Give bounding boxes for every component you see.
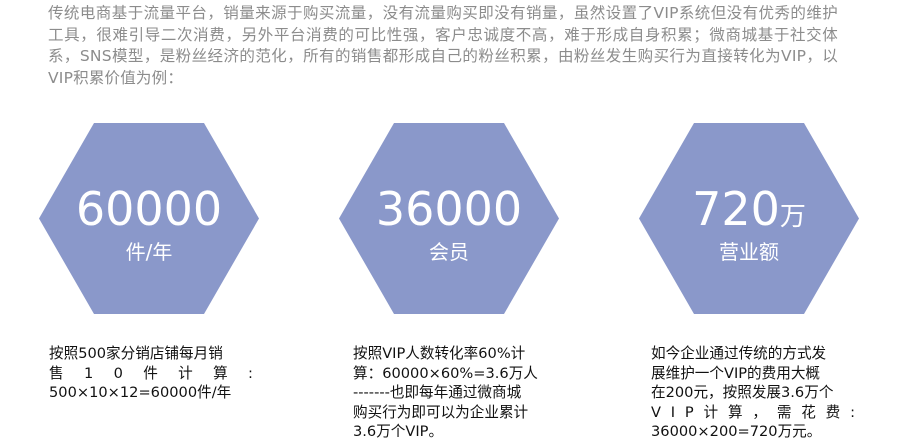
stat-description-members: 按照VIP人数转化率60%计 算：60000×60%=3.6万人 -------… — [353, 344, 557, 442]
stat-unit: 营业额 — [719, 240, 779, 264]
stat-value: 36000 — [339, 183, 559, 243]
stat-number: 60000 — [75, 182, 223, 236]
stat-value: 720万 — [639, 183, 859, 243]
stat-hexagon-members: 36000 会员 — [339, 123, 559, 314]
description-line: 算：60000×60%=3.6万人 — [353, 364, 538, 382]
stat-unit: 会员 — [429, 240, 469, 264]
description-line: 按照VIP人数转化率60%计 — [353, 345, 526, 362]
description-line: 展维护一个VIP的费用大概 — [651, 364, 821, 382]
intro-paragraph: 传统电商基于流量平台，销量来源于购买流量，没有流量购买即没有销量，虽然设置了VI… — [48, 4, 838, 87]
description-line: -------也即每年通过微商城 — [353, 384, 522, 402]
stat-number: 36000 — [375, 182, 523, 236]
description-line: 36000×200=720万元。 — [651, 423, 822, 441]
stat-description-revenue: 如今企业通过传统的方式发 展维护一个VIP的费用大概 在200元，按照发展3.6… — [651, 344, 855, 442]
description-line: 如今企业通过传统的方式发 — [651, 345, 827, 362]
stat-number: 720 — [692, 182, 780, 236]
stat-value: 60000 — [39, 183, 259, 243]
description-line: 3.6万个VIP。 — [353, 423, 444, 441]
stat-hexagon-revenue: 720万 营业额 — [639, 123, 859, 314]
description-line: 购买行为即可以为企业累计 — [353, 403, 529, 421]
stat-suffix: 万 — [779, 202, 806, 232]
stat-hexagon-orders: 60000 件/年 — [39, 123, 259, 314]
description-line: 按照500家分销店铺每月销 — [49, 345, 223, 362]
description-line: 500×10×12=60000件/年 — [49, 384, 232, 402]
stat-unit: 件/年 — [125, 240, 173, 264]
description-line: 在200元，按照发展3.6万个 — [651, 384, 834, 402]
